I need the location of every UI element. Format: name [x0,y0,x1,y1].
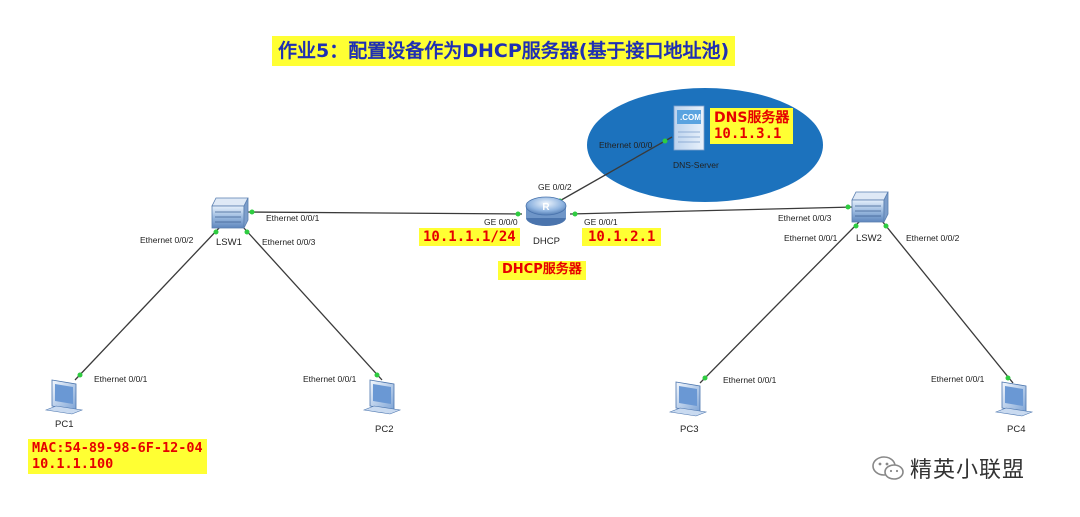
dot-pc1-e001 [77,372,83,378]
port-label-lsw1-e002: Ethernet 0/0/2 [140,235,194,245]
port-label-pc1-e001: Ethernet 0/0/1 [94,374,148,384]
device-label-pc3: PC3 [680,424,699,435]
dot-pc2-e001 [374,372,380,378]
note-ge1-ip: 10.1.2.1 [582,228,662,247]
device-label-dns-server: DNS-Server [673,160,719,170]
note-ge0-ip: 10.1.1.1/24 [419,228,520,247]
dot-lsw2-e001 [853,223,859,229]
note-pc1-ip: 10.1.1.100 [32,455,114,472]
pc-icon-pc4 [994,381,1034,417]
svg-text:R: R [542,202,550,213]
port-label-dhcp-ge000: GE 0/0/0 [484,217,518,227]
note-pc1: MAC:54-89-98-6F-12-04 10.1.1.100 [28,439,207,475]
dot-lsw1-e003 [244,229,250,235]
link-dhcp-dns [555,136,673,204]
note-dns-title: DNS服务器 [714,110,790,126]
device-label-dhcp: DHCP [533,236,560,247]
link-lsw1-pc1 [74,226,221,381]
port-label-lsw2-e001: Ethernet 0/0/1 [784,233,838,243]
port-label-lsw1-e003: Ethernet 0/0/3 [262,237,316,247]
dot-lsw1-e001 [249,209,255,215]
port-label-lsw1-e001: Ethernet 0/0/1 [266,213,320,223]
dns-screen-label: .COM [680,113,701,122]
port-label-pc3-e001: Ethernet 0/0/1 [723,375,777,385]
pc-icon-pc2 [362,379,402,415]
port-label-pc2-e001: Ethernet 0/0/1 [303,374,357,384]
dot-lsw2-e002 [883,223,889,229]
dot-pc4-e001 [1005,375,1011,381]
port-label-pc4-e001: Ethernet 0/0/1 [931,374,985,384]
note-dns-server: DNS服务器 10.1.3.1 [710,108,794,145]
switch-icon-lsw1 [211,197,249,229]
device-label-pc4: PC4 [1007,424,1026,435]
link-lsw2-pc3 [699,220,861,384]
device-label-pc2: PC2 [375,424,394,435]
wechat-icon [872,456,904,480]
watermark: 精英小联盟 [872,452,1025,484]
dot-lsw1-e002 [213,229,219,235]
dot-dhcp-ge001 [572,211,578,217]
router-icon-dhcp: R [525,196,567,226]
link-lsw1-dhcp [245,211,523,215]
port-label-dns-e000: Ethernet 0/0/0 [599,140,653,150]
server-icon-dns [673,105,705,151]
page-title: 作业5：配置设备作为DHCP服务器(基于接口地址池) [272,36,736,66]
device-label-lsw2: LSW2 [856,233,882,244]
dot-dns-e000 [662,138,668,144]
dot-lsw2-e003 [845,204,851,210]
watermark-text: 精英小联盟 [910,458,1026,483]
device-label-lsw1: LSW1 [216,237,242,248]
link-lsw1-pc2 [242,226,383,381]
dot-dhcp-ge000 [515,211,521,217]
port-label-dhcp-ge001: GE 0/0/1 [584,217,618,227]
port-label-lsw2-e003: Ethernet 0/0/3 [778,213,832,223]
pc-icon-pc3 [668,381,708,417]
port-label-dhcp-ge002: GE 0/0/2 [538,182,572,192]
note-dns-ip: 10.1.3.1 [714,126,782,143]
dot-pc3-e001 [702,375,708,381]
note-dhcp-role: DHCP服务器 [498,261,586,280]
pc-icon-pc1 [44,379,84,415]
link-lsw2-pc4 [881,220,1014,384]
link-dhcp-lsw2 [569,206,855,215]
port-label-lsw2-e002: Ethernet 0/0/2 [906,233,960,243]
note-pc1-mac: MAC:54-89-98-6F-12-04 [32,440,203,456]
switch-icon-lsw2 [851,191,889,223]
device-label-pc1: PC1 [55,419,74,430]
